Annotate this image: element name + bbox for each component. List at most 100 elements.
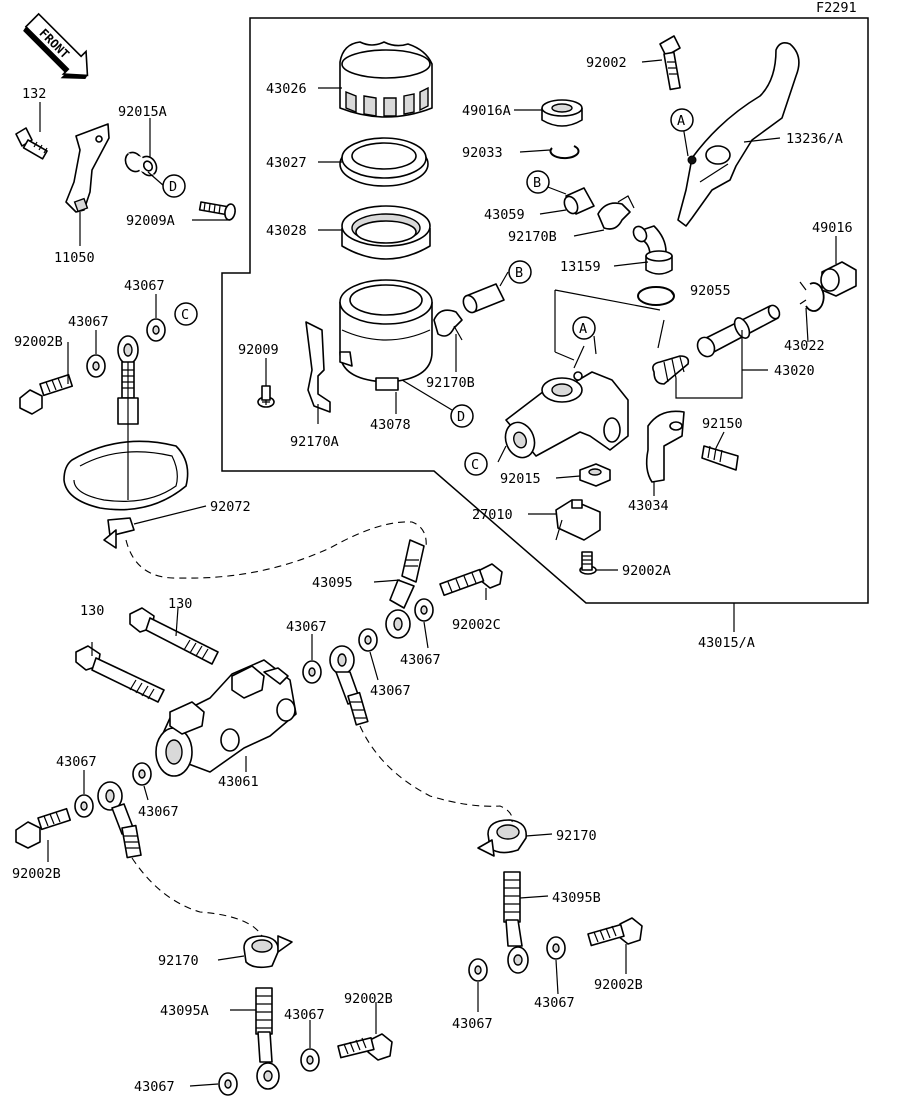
label-49016: 49016 xyxy=(812,220,853,236)
label-43067-i: 43067 xyxy=(452,1016,493,1032)
label-92009A: 92009A xyxy=(126,213,175,229)
screw-92009A xyxy=(198,201,236,221)
grommet-49016A xyxy=(541,99,583,127)
washer-43067-f xyxy=(74,794,94,818)
assembly-outline xyxy=(221,17,869,604)
washer-43067-g xyxy=(132,762,152,786)
marker-B-top-label: B xyxy=(533,175,541,191)
bolt-92002C xyxy=(439,563,503,597)
marker-C-body-label: C xyxy=(471,457,479,473)
label-92055: 92055 xyxy=(690,283,731,299)
pipe-13159 xyxy=(632,225,673,275)
label-92002B-b: 92002B xyxy=(12,866,61,882)
clamp-92170A xyxy=(305,321,331,413)
label-13236A: 13236/A xyxy=(786,131,843,147)
label-43015A: 43015/A xyxy=(698,635,755,651)
leader-lines xyxy=(39,59,837,1087)
banjo-92170-right xyxy=(477,819,527,857)
marker-D-top-label: D xyxy=(169,179,177,195)
hose-fitting-43095 xyxy=(385,539,425,639)
circlip-43022 xyxy=(799,281,825,312)
collar-92015A xyxy=(124,151,158,177)
label-92033: 92033 xyxy=(462,145,503,161)
bolt-92002B-d xyxy=(337,1033,393,1061)
marker-B-mid: B xyxy=(508,260,532,284)
washer-43067-e xyxy=(302,660,322,684)
label-92170B: 92170B xyxy=(508,229,557,245)
label-132: 132 xyxy=(22,86,46,102)
clamp-92170B-lower xyxy=(433,309,463,341)
cylinder-body xyxy=(504,371,629,459)
front-arrow-icon: FRONT xyxy=(23,12,89,79)
label-92015: 92015 xyxy=(500,471,541,487)
hose-path-3 xyxy=(131,857,263,937)
label-43022: 43022 xyxy=(784,338,825,354)
marker-B-top: B xyxy=(526,170,550,194)
label-92002B-d: 92002B xyxy=(344,991,393,1007)
marker-D-top: D xyxy=(162,174,186,198)
hose-43095B xyxy=(503,871,529,974)
boot-49016 xyxy=(820,261,857,297)
label-27010: 27010 xyxy=(472,507,513,523)
cable-tie-92072 xyxy=(63,440,189,549)
label-43095A: 43095A xyxy=(160,1003,209,1019)
label-43067-j: 43067 xyxy=(284,1007,325,1023)
marker-A-body: A xyxy=(572,316,596,340)
label-43067-d: 43067 xyxy=(370,683,411,699)
marker-A-body-label: A xyxy=(579,321,587,337)
label-43034: 43034 xyxy=(628,498,669,514)
screw-92009 xyxy=(257,385,275,408)
bolt-130-a xyxy=(129,607,219,665)
label-92170A: 92170A xyxy=(290,434,339,450)
label-43067-h: 43067 xyxy=(534,995,575,1011)
hose-fitting-lower-left xyxy=(97,781,142,859)
marker-B-mid-label: B xyxy=(515,265,523,281)
banjo-92170-left xyxy=(243,935,293,969)
bolt-92002-top xyxy=(659,35,681,91)
label-43059: 43059 xyxy=(484,207,525,223)
marker-A-top-label: A xyxy=(677,113,685,129)
label-43067-g: 43067 xyxy=(138,804,179,820)
cap-43026 xyxy=(339,41,433,118)
bolt-132 xyxy=(15,127,48,160)
lever-13236A xyxy=(677,42,800,227)
label-92170B-lower: 92170B xyxy=(426,375,475,391)
marker-D-reservoir-label: D xyxy=(457,409,465,425)
label-49016A: 49016A xyxy=(462,103,511,119)
nut-92015 xyxy=(579,463,611,487)
label-92170-right: 92170 xyxy=(556,828,597,844)
label-43067-f: 43067 xyxy=(56,754,97,770)
spring xyxy=(652,355,690,385)
circlip-92033 xyxy=(549,145,580,160)
marker-C-left-label: C xyxy=(181,307,189,323)
label-92170-left: 92170 xyxy=(158,953,199,969)
label-92002-top: 92002 xyxy=(586,55,627,71)
bolt-92150 xyxy=(701,445,739,471)
washer-43067-c xyxy=(414,598,434,622)
label-11050: 11050 xyxy=(54,250,95,266)
label-43020: 43020 xyxy=(774,363,815,379)
reservoir-43078 xyxy=(339,279,433,391)
bolt-92002B-a xyxy=(19,373,74,415)
switch-27010 xyxy=(555,499,601,541)
joint-43061 xyxy=(155,659,297,777)
figure-code: F2291 xyxy=(816,0,857,16)
screw-92002A xyxy=(579,551,597,575)
label-43027: 43027 xyxy=(266,155,307,171)
label-92002C: 92002C xyxy=(452,617,501,633)
label-92009: 92009 xyxy=(238,342,279,358)
label-43067-e: 43067 xyxy=(286,619,327,635)
label-92015A: 92015A xyxy=(118,104,167,120)
label-43095B: 43095B xyxy=(552,890,601,906)
clamp-92170B xyxy=(597,195,635,230)
hose-segment xyxy=(462,283,505,314)
label-92002B-c: 92002B xyxy=(594,977,643,993)
hose-43059 xyxy=(563,187,595,215)
label-43061: 43061 xyxy=(218,774,259,790)
label-13159: 13159 xyxy=(560,259,601,275)
label-43067-k: 43067 xyxy=(134,1079,175,1095)
label-43028: 43028 xyxy=(266,223,307,239)
diaphragm-43028 xyxy=(341,205,431,260)
label-130-a: 130 xyxy=(168,596,192,612)
